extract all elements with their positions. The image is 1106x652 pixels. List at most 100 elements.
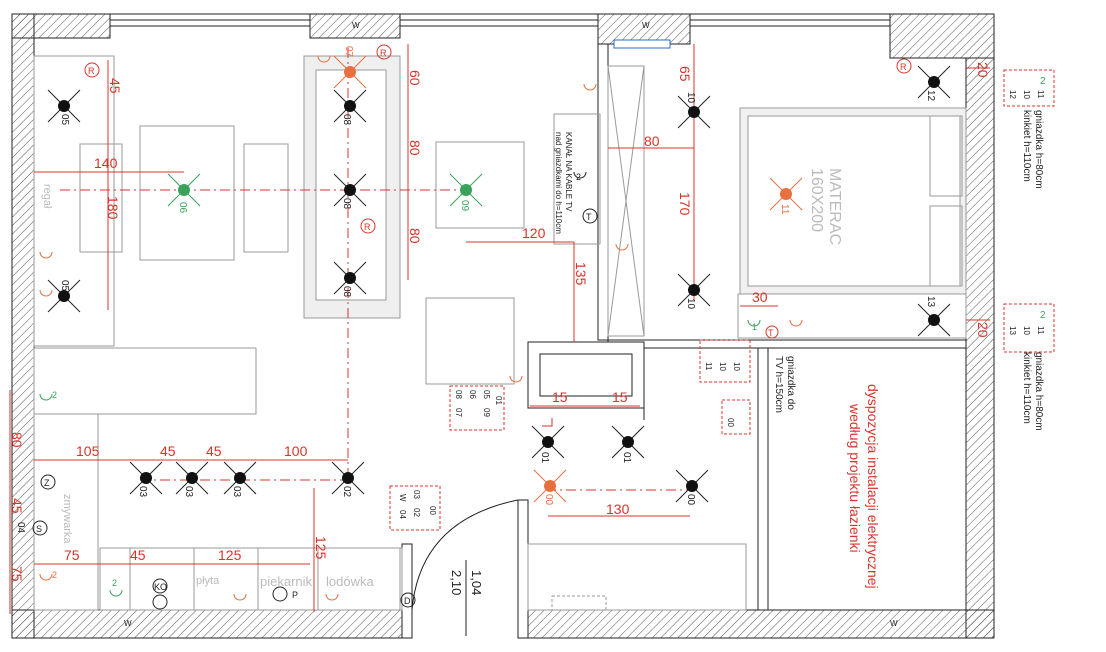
- light-label-03c: 03: [231, 486, 242, 498]
- kitchen-socket-icon-4: [233, 593, 247, 601]
- wall-socket-icon-4: [509, 375, 523, 383]
- wall-socket-icon-1: [39, 251, 53, 259]
- wall-markers: W W W W: [124, 21, 898, 628]
- mattress-size: 160X200: [808, 168, 825, 232]
- wall-socket-icon-7: 1: [747, 319, 761, 332]
- sw-right-top-0: 12: [1008, 90, 1017, 99]
- right-note-2a: gniazdka h=80cm: [1033, 352, 1044, 431]
- right-note-1a: gniazdka h=80cm: [1033, 110, 1044, 189]
- dim-45-top: 45: [107, 78, 123, 94]
- tv-double-socket-icon: 2: [573, 171, 587, 182]
- dim-125-vert: 125: [313, 536, 329, 560]
- router-icon-1: R: [84, 62, 100, 78]
- router-icon-3: R: [360, 218, 376, 234]
- light-label-08a: 08: [341, 114, 352, 126]
- wall-socket-icon-6: [583, 83, 597, 91]
- svg-text:1: 1: [752, 322, 757, 332]
- dim-130: 130: [606, 501, 630, 517]
- sw-right-bot-2: 11: [1036, 326, 1045, 335]
- light-label-00a: 00: [543, 494, 554, 506]
- light-label-07: 07: [343, 46, 354, 58]
- wall-socket-icon-2: [39, 289, 53, 297]
- light-label-08b: 08: [341, 198, 352, 210]
- symbols: R R R R S KO P D T T Z 2 2 2 1 2: [32, 44, 912, 610]
- svg-text:R: R: [364, 222, 371, 232]
- dim-65: 65: [677, 66, 693, 82]
- light-label-01b: 01: [621, 452, 632, 464]
- dim-75: 75: [64, 547, 80, 563]
- svg-text:Z: Z: [44, 478, 50, 488]
- dishwasher-label: zmywarka: [61, 494, 73, 544]
- mattress-label: MATERAC: [826, 168, 843, 245]
- door-height: 2,10: [449, 570, 464, 595]
- dim-170: 170: [677, 192, 693, 216]
- sw-center-3: 07: [454, 408, 463, 417]
- right-note-1b: kinkiet h=110cm: [1021, 110, 1032, 182]
- wall-mark-3: W: [124, 619, 132, 628]
- sw-kitchen-1: 02: [412, 508, 421, 517]
- wall-light-13: [917, 303, 951, 337]
- light-label-02: 02: [341, 486, 352, 498]
- dim-30: 30: [752, 289, 768, 305]
- bathroom-note: dyspozycja instalacji elektrycznej: [865, 384, 881, 589]
- light-label-05b: 05: [59, 280, 70, 292]
- switch-group-labels: 03 02 04 W 00 08 06 05 07 09 01 11 10 10…: [398, 76, 1046, 519]
- svg-text:2: 2: [52, 570, 57, 580]
- switch-groups: [389, 69, 1055, 531]
- sw-right-bot-socket: 2: [1040, 310, 1046, 321]
- light-label-08c: 08: [341, 286, 352, 298]
- sw-kitchen-2: 04: [398, 510, 407, 519]
- svg-text:2: 2: [52, 390, 57, 400]
- sink-icon: S: [32, 520, 48, 536]
- sw-center-0: 08: [454, 390, 463, 399]
- svg-text:KO: KO: [154, 582, 167, 592]
- dim-80-d: 80: [9, 432, 25, 448]
- dim-45-c: 45: [206, 443, 222, 459]
- kitchen-socket-icon: 2: [39, 390, 57, 401]
- light-label-10b: 10: [685, 298, 696, 310]
- tv-socket-note: gniazdka do: [785, 356, 796, 410]
- door-width: 1,04: [469, 570, 484, 595]
- sw-kitchen-5: 00: [428, 506, 437, 515]
- sw-right-bot-0: 13: [1008, 326, 1017, 335]
- bathroom-note-2: według projektu łazienki: [847, 403, 863, 553]
- dim-100: 100: [284, 443, 308, 459]
- light-label-00b: 00: [685, 494, 696, 506]
- dim-80-b: 80: [407, 228, 423, 244]
- svg-text:R: R: [380, 48, 387, 58]
- dim-140: 140: [94, 155, 118, 171]
- wall-socket-icon-8: [789, 319, 803, 327]
- svg-text:D: D: [404, 596, 411, 606]
- dim-20-a: 20: [975, 62, 991, 78]
- dimension-labels: 60 65 45 140 180 80 80 120 135 80 170 30…: [9, 62, 991, 595]
- cooker-hood-icon: KO: [152, 578, 168, 610]
- fridge-icon: Z: [40, 474, 56, 490]
- dim-180: 180: [105, 196, 121, 220]
- light-label-03b: 03: [183, 486, 194, 498]
- sw-kitchen-3: W: [398, 494, 407, 502]
- svg-text:T: T: [586, 212, 592, 222]
- router-icon-4: R: [896, 58, 912, 74]
- svg-text:2: 2: [576, 172, 581, 182]
- sw-right-top-2: 11: [1036, 90, 1045, 99]
- light-label-10a: 10: [685, 92, 696, 104]
- dim-45-d: 45: [130, 547, 146, 563]
- tv-socket-icon: T: [582, 208, 598, 224]
- kitchen-socket-icon-2: 2: [109, 578, 123, 597]
- router-icon-2: R: [376, 44, 392, 60]
- dim-15-b: 15: [612, 389, 628, 405]
- dimension-lines: [9, 44, 990, 614]
- sw-bed2-0: 00: [726, 418, 735, 427]
- sw-center-1: 06: [468, 390, 477, 399]
- svg-text:R: R: [900, 62, 907, 72]
- kitchen-socket-icon-5: [325, 593, 339, 601]
- light-label-11: 11: [779, 204, 790, 215]
- furniture: [33, 55, 967, 611]
- light-label-13: 13: [925, 296, 936, 308]
- shelf-label: regał: [41, 184, 53, 209]
- oven-label: piekarnik: [260, 574, 313, 589]
- dim-135: 135: [573, 262, 589, 286]
- sw-bed-0: 11: [704, 362, 713, 371]
- sw-right-top-1: 10: [1022, 90, 1031, 99]
